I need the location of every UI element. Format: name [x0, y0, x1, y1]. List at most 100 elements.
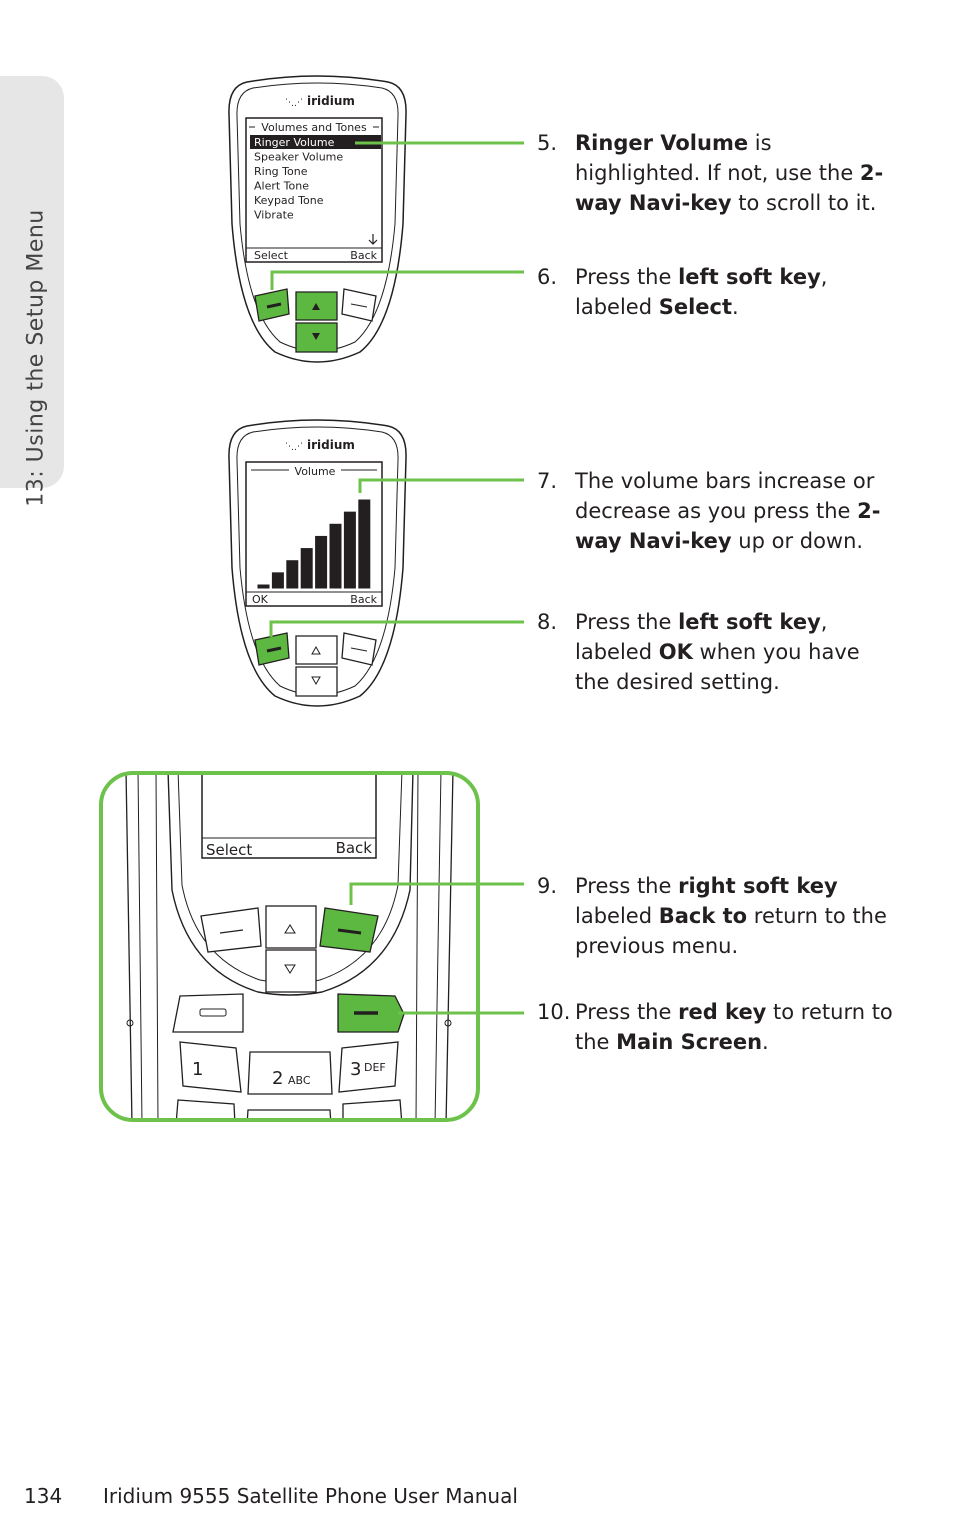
brand-label: iridium — [307, 94, 355, 108]
volume-bar — [329, 523, 342, 589]
left-soft-key[interactable] — [200, 907, 262, 953]
step-emphasis: right soft key — [678, 874, 838, 898]
phone-screen — [201, 773, 377, 859]
key-digit: 3 — [350, 1059, 361, 1080]
step-text-run: . — [732, 295, 739, 319]
key-digit: 1 — [192, 1059, 203, 1080]
navi-key-down[interactable] — [295, 322, 338, 353]
arrow-down-icon — [312, 333, 320, 340]
right-soft-key[interactable] — [319, 907, 379, 953]
right-softkey-label: Back — [336, 839, 373, 857]
key-letters: ABC — [288, 1074, 311, 1087]
menu-item[interactable]: Ringer Volume — [254, 136, 335, 149]
step-text-run: , labeled — [575, 265, 828, 319]
keypad-key-1[interactable]: 1 — [179, 1041, 242, 1093]
arrow-up-icon — [312, 303, 320, 310]
step-emphasis: left soft key — [678, 265, 821, 289]
right-soft-key[interactable] — [341, 632, 377, 666]
right-soft-key[interactable] — [341, 288, 377, 322]
navi-key-up[interactable] — [265, 905, 317, 949]
arrow-up-icon — [311, 645, 321, 655]
step-number: 7. — [537, 469, 558, 493]
green-call-key[interactable] — [172, 993, 244, 1033]
brand-label: iridium — [307, 438, 355, 452]
step-emphasis: Back to — [658, 904, 748, 928]
key-digit: 2 — [272, 1068, 283, 1089]
menu-item[interactable]: Vibrate — [254, 209, 294, 222]
keypad-key-3[interactable]: 3 DEF — [338, 1041, 399, 1093]
navi-key-up[interactable] — [295, 291, 338, 321]
navi-key-down[interactable] — [295, 666, 338, 697]
step-emphasis: red key — [678, 1000, 767, 1024]
step-text-run: Press the — [575, 610, 679, 634]
arrow-down-icon — [284, 964, 296, 974]
step-number: 10. — [537, 1000, 571, 1024]
chapter-tab: 13: Using the Setup Menu — [0, 76, 64, 507]
step-emphasis: 2-way Navi-key — [575, 499, 881, 553]
left-softkey-label: Select — [206, 841, 252, 859]
iridium-logo: ⋱⋰ iridium — [285, 94, 355, 108]
key-letters: DEF — [364, 1061, 386, 1074]
left-soft-key[interactable] — [254, 632, 290, 666]
volume-bar — [271, 572, 284, 589]
step-text-run: . — [762, 1030, 769, 1054]
left-softkey-label: Select — [254, 249, 289, 262]
navi-key-up[interactable] — [295, 635, 338, 665]
step-text: Ringer Volume is highlighted. If not, us… — [575, 128, 895, 218]
step-text-run: labeled — [575, 904, 659, 928]
volume-title: Volume — [295, 465, 336, 478]
step-text-run: when you have the desired setting. — [575, 640, 860, 694]
step-text-run: to scroll to it. — [731, 191, 877, 215]
menu-title: Volumes and Tones — [261, 121, 367, 134]
manual-title: Iridium 9555 Satellite Phone User Manual — [103, 1484, 518, 1508]
step-emphasis: Main Screen — [616, 1030, 763, 1054]
step-text: The volume bars increase or decrease as … — [575, 466, 895, 556]
step-text: Press the right soft key labeled Back to… — [575, 871, 895, 961]
phone-illustration-volume: ⋱⋰ iridium Volume OK Back — [228, 419, 407, 707]
right-softkey-label: Back — [350, 593, 377, 606]
red-end-key[interactable] — [337, 993, 405, 1033]
step-text-run: is highlighted. If not, use the — [575, 131, 860, 185]
phone-illustration-menu: ⋱⋰ iridium Volumes and Tones Ringer Volu… — [228, 75, 407, 363]
arrow-up-icon — [284, 924, 296, 934]
left-softkey-label: OK — [252, 593, 269, 606]
step-text-run: up or down. — [731, 529, 864, 553]
step-number: 6. — [537, 265, 558, 289]
step-text: Press the red key to return to the Main … — [575, 997, 895, 1057]
step-text-run: to return to the — [575, 1000, 893, 1054]
volume-bar — [300, 548, 313, 589]
iridium-logo: ⋱⋰ iridium — [285, 438, 355, 452]
step-number: 5. — [537, 131, 558, 155]
volume-bar — [343, 511, 356, 589]
step-text-run: Press the — [575, 265, 679, 289]
svg-text:⋱⋰: ⋱⋰ — [285, 98, 303, 108]
step-number: 8. — [537, 610, 558, 634]
left-soft-key[interactable] — [254, 288, 290, 322]
step-emphasis: left soft key — [678, 610, 821, 634]
volume-bar — [315, 535, 328, 589]
menu-highlight — [250, 135, 381, 149]
arrow-down-icon — [311, 676, 321, 686]
step-emphasis: Select — [658, 295, 733, 319]
step-number: 9. — [537, 874, 558, 898]
right-softkey-label: Back — [350, 249, 377, 262]
highlight-frame — [99, 771, 480, 1122]
step-text-run: return to the previous menu. — [575, 904, 887, 958]
menu-item[interactable]: Speaker Volume — [254, 151, 343, 164]
step-emphasis: OK — [658, 640, 693, 664]
menu-item[interactable]: Alert Tone — [254, 180, 309, 193]
step-emphasis: Ringer Volume — [575, 131, 749, 155]
step-text: Press the left soft key, labeled OK when… — [575, 607, 895, 697]
svg-text:⋱⋰: ⋱⋰ — [285, 442, 303, 452]
page-number: 134 — [24, 1484, 63, 1508]
menu-item[interactable]: Ring Tone — [254, 165, 308, 178]
menu-item[interactable]: Keypad Tone — [254, 194, 324, 207]
step-text-run: Press the — [575, 874, 679, 898]
navi-key-down[interactable] — [265, 949, 317, 993]
volume-bar — [358, 499, 371, 589]
keypad-key-2[interactable]: 2 ABC — [247, 1051, 333, 1095]
volume-bars — [257, 499, 371, 589]
step-text-run: , labeled — [575, 610, 828, 664]
